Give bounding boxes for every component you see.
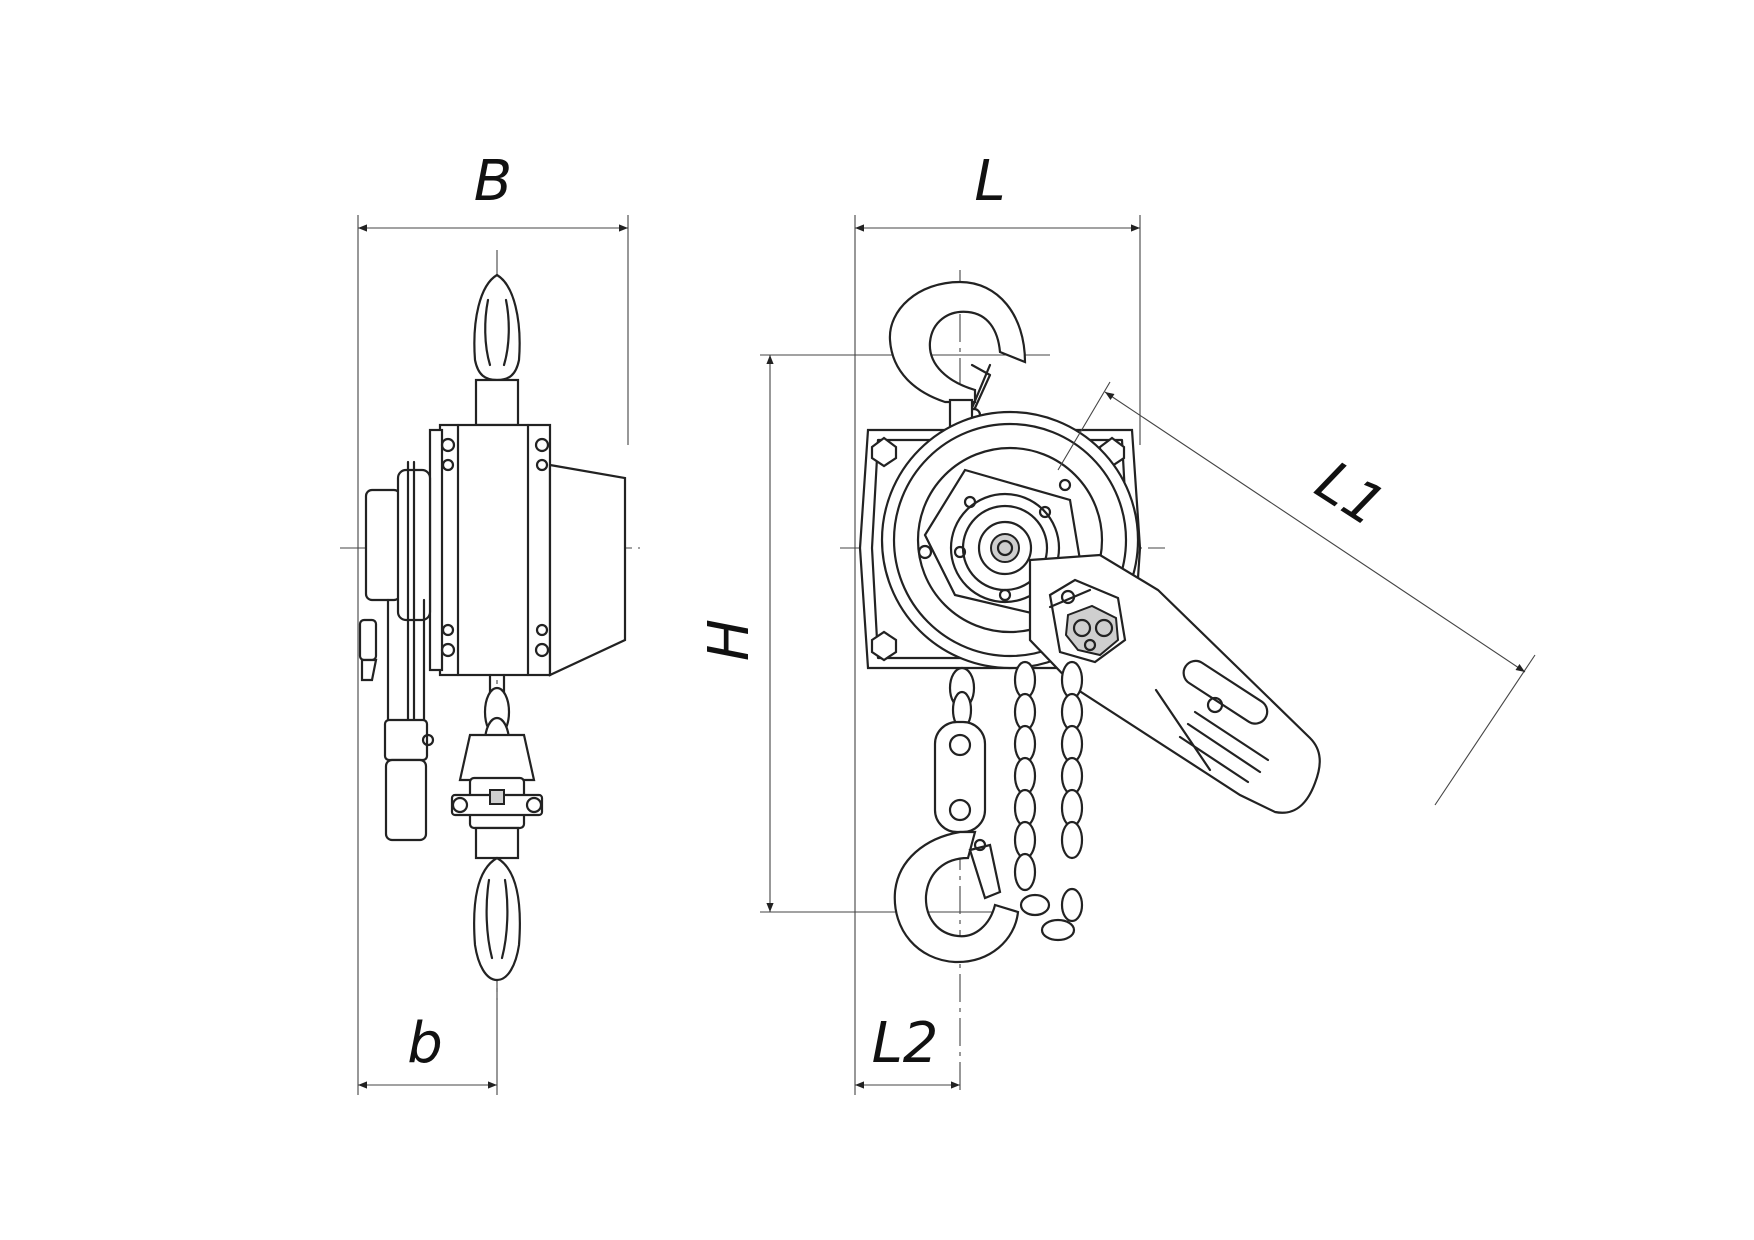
side-housing xyxy=(428,423,627,677)
dimension-line-L1 xyxy=(1104,391,1526,673)
side-bottom-block xyxy=(450,673,544,982)
front-load-chain xyxy=(933,666,987,834)
dimension-label-b: b xyxy=(407,1011,443,1076)
side-top-hook xyxy=(473,273,521,427)
side-lever-wheel xyxy=(358,460,432,722)
front-hand-chains xyxy=(1013,660,1084,942)
dimension-label-B: B xyxy=(474,149,512,214)
front-lever xyxy=(1028,553,1321,814)
side-lever-handle xyxy=(383,598,435,842)
side-view: B b xyxy=(340,149,640,1095)
front-view: L L2 H L1 xyxy=(697,149,1536,1095)
front-bottom-hook xyxy=(893,830,1020,964)
dimension-label-H: H xyxy=(697,619,762,661)
dimension-label-L2: L2 xyxy=(872,1011,939,1076)
dimension-label-L: L xyxy=(974,149,1005,214)
dimension-label-L1: L1 xyxy=(1304,449,1395,540)
